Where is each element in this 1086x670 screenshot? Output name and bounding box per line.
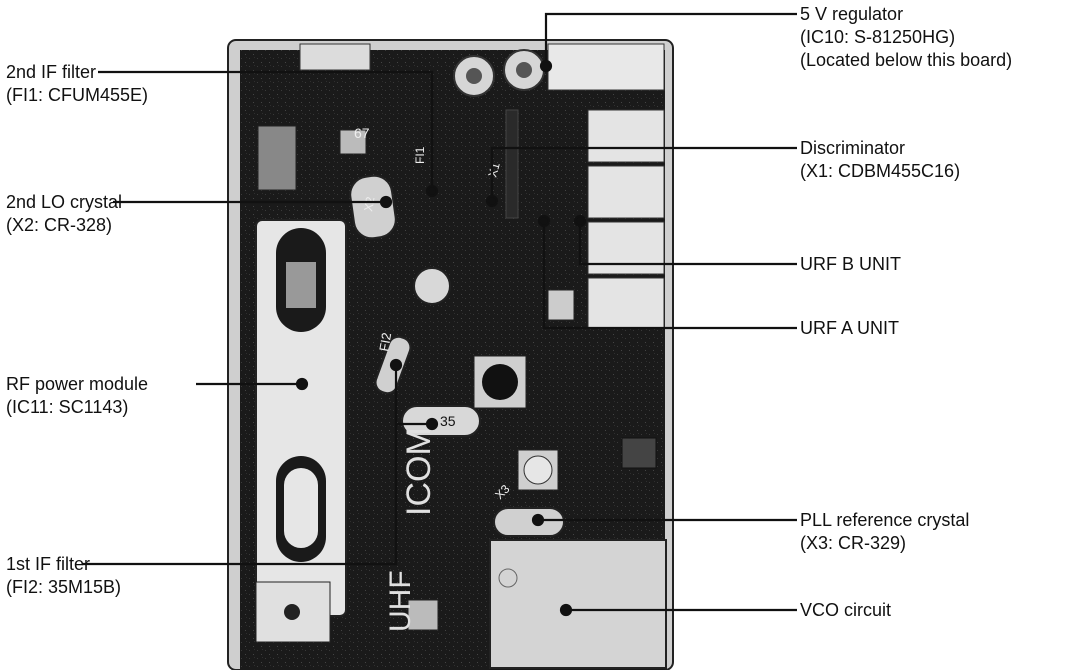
callout-pll-crystal: PLL reference crystal (X3: CR-329) bbox=[800, 509, 969, 555]
x3-crystal-body bbox=[493, 507, 565, 537]
if2-part: (FI1: CFUM455E) bbox=[6, 85, 149, 105]
leader-if2 bbox=[98, 70, 434, 188]
leader-urfb bbox=[578, 224, 797, 266]
callout-vco: VCO circuit bbox=[800, 599, 891, 622]
vco-shield bbox=[489, 539, 667, 669]
x2-marking: X2 bbox=[361, 195, 377, 212]
callout-rf-module: RF power module (IC11: SC1143) bbox=[6, 373, 148, 419]
side-connector-4 bbox=[587, 277, 665, 329]
callout-urf-b: URF B UNIT bbox=[800, 253, 901, 276]
leader-if1 bbox=[82, 368, 398, 566]
callout-if1-filter: 1st IF filter (FI2: 35M15B) bbox=[6, 553, 121, 599]
x2-crystal-body bbox=[349, 174, 397, 240]
callout-discriminator: Discriminator (X1: CDBM455C16) bbox=[800, 137, 960, 183]
urf-a-title: URF A UNIT bbox=[800, 318, 900, 338]
regulator-part: (IC10: S-81250HG) bbox=[800, 27, 956, 47]
regulator-note: (Located below this board) bbox=[800, 50, 1013, 70]
lo2-part: (X2: CR-328) bbox=[6, 215, 113, 235]
lo2-title: 2nd LO crystal bbox=[6, 192, 123, 212]
callout-lo2-crystal: 2nd LO crystal (X2: CR-328) bbox=[6, 191, 122, 237]
leader-discriminator bbox=[490, 146, 797, 198]
if1-part: (FI2: 35M15B) bbox=[6, 577, 122, 597]
vco-title: VCO circuit bbox=[800, 600, 892, 620]
leader-lines bbox=[82, 12, 797, 617]
if2-title: 2nd IF filter bbox=[6, 62, 97, 82]
leader-regulator bbox=[544, 12, 797, 64]
fi2-marking: FI2 bbox=[376, 331, 394, 352]
side-connector-3 bbox=[587, 221, 665, 275]
pll-part: (X3: CR-329) bbox=[800, 533, 907, 553]
callout-regulator: 5 V regulator (IC10: S-81250HG) (Located… bbox=[800, 3, 1012, 72]
icom-marking: ICOM bbox=[400, 427, 438, 516]
g7-marking: 67 bbox=[354, 125, 370, 141]
side-connector-1 bbox=[587, 109, 665, 163]
side-connector-2 bbox=[587, 165, 665, 219]
urf-b-title: URF B UNIT bbox=[800, 254, 901, 274]
rf-title: RF power module bbox=[6, 374, 149, 394]
discriminator-title: Discriminator bbox=[800, 138, 906, 158]
x1-marking: X1 bbox=[485, 161, 502, 179]
discriminator-part: (X1: CDBM455C16) bbox=[800, 161, 961, 181]
top-connector bbox=[547, 43, 665, 91]
callout-if2-filter: 2nd IF filter (FI1: CFUM455E) bbox=[6, 61, 148, 107]
rf-part: (IC11: SC1143) bbox=[6, 397, 129, 417]
if1-title: 1st IF filter bbox=[6, 554, 91, 574]
crystal-35-body bbox=[401, 405, 481, 437]
pll-title: PLL reference crystal bbox=[800, 510, 970, 530]
regulator-title: 5 V regulator bbox=[800, 4, 904, 24]
leader-urfa bbox=[542, 224, 797, 330]
uhf-marking: UHF bbox=[384, 570, 417, 632]
c35-marking: 35 bbox=[440, 413, 456, 429]
fi1-marking: FI1 bbox=[413, 146, 427, 164]
callout-urf-a: URF A UNIT bbox=[800, 317, 899, 340]
